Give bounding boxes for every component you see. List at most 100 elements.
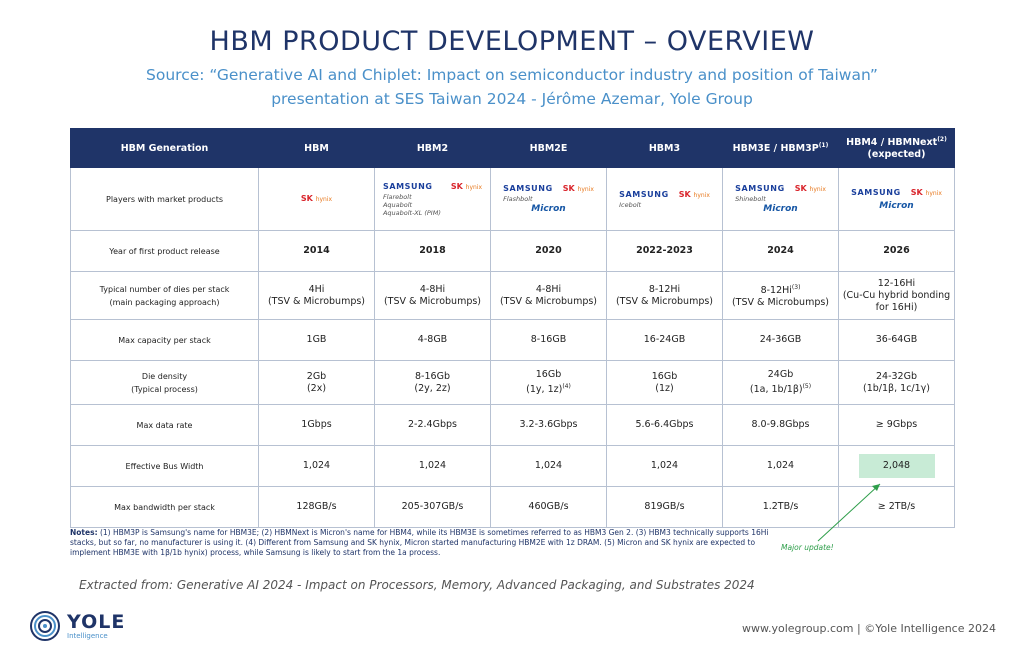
players-hbm3: SAMSUNG Icebolt SK hynix: [606, 167, 723, 231]
capacity-cell: 1GB: [258, 319, 375, 361]
samsung-logo: SAMSUNG: [619, 190, 669, 199]
density-row: Die density(Typical process) 2Gb(2x) 8-1…: [70, 360, 955, 405]
year-cell: 2020: [490, 230, 607, 272]
year-row: Year of first product release 2014 2018 …: [70, 230, 955, 272]
year-cell: 2018: [374, 230, 491, 272]
players-row: Players with market products SK hynix SA…: [70, 167, 955, 231]
rate-cell: 3.2-3.6Gbps: [490, 404, 607, 446]
bandwidth-label: Max bandwidth per stack: [70, 486, 259, 528]
header-hbm-generation: HBM Generation: [70, 128, 259, 168]
year-cell: 2014: [258, 230, 375, 272]
notes-text: (1) HBM3P is Samsung's name for HBM3E; (…: [70, 528, 769, 557]
highlight-badge: 2,048: [858, 454, 935, 478]
density-label: Die density(Typical process): [70, 360, 259, 405]
capacity-row: Max capacity per stack 1GB 4-8GB 8-16GB …: [70, 319, 955, 361]
header-row: HBM Generation HBM HBM2 HBM2E HBM3 HBM3E…: [70, 128, 955, 168]
rate-row: Max data rate 1Gbps 2-2.4Gbps 3.2-3.6Gbp…: [70, 404, 955, 446]
rate-cell: ≥ 9Gbps: [838, 404, 955, 446]
bus-cell: 1,024: [258, 445, 375, 487]
hbm-comparison-table: HBM Generation HBM HBM2 HBM2E HBM3 HBM3E…: [70, 128, 955, 528]
bus-cell: 1,024: [374, 445, 491, 487]
players-hbm3e: SAMSUNG Shinebolt SK hynix Micron: [722, 167, 839, 231]
year-cell: 2022-2023: [606, 230, 723, 272]
dies-label: Typical number of dies per stack(main pa…: [70, 271, 259, 320]
dies-cell: 8-12Hi(TSV & Microbumps): [606, 271, 723, 320]
dies-cell: 4-8Hi(TSV & Microbumps): [490, 271, 607, 320]
samsung-logo: SAMSUNG: [382, 182, 433, 191]
sk-hynix-logo: SK hynix: [794, 184, 826, 193]
sk-hynix-logo: SK hynix: [910, 187, 942, 197]
year-cell: 2026: [838, 230, 955, 272]
samsung-product-note: Flashbolt: [503, 195, 533, 203]
samsung-product-note: Aquabolt-XL (PIM): [382, 209, 441, 217]
dies-cell: 4-8Hi(TSV & Microbumps): [374, 271, 491, 320]
rate-label: Max data rate: [70, 404, 259, 446]
samsung-product-note: Aquabolt: [382, 201, 413, 209]
bandwidth-cell: 1.2TB/s: [722, 486, 839, 528]
source-line-2: presentation at SES Taiwan 2024 - Jérôme…: [271, 90, 753, 108]
bus-cell: 1,024: [722, 445, 839, 487]
capacity-cell: 36-64GB: [838, 319, 955, 361]
players-hbm2e: SAMSUNG Flashbolt SK hynix Micron: [490, 167, 607, 231]
header-hbm4: HBM4 / HBMNext(2)(expected): [838, 128, 955, 168]
bus-cell-highlighted: 2,048: [838, 445, 955, 487]
header-hbm2: HBM2: [374, 128, 491, 168]
sk-hynix-logo: SK hynix: [562, 184, 594, 193]
header-hbm3e-sup: (1): [818, 141, 829, 149]
micron-logo: Micron: [763, 204, 798, 214]
bandwidth-row: Max bandwidth per stack 128GB/s 205-307G…: [70, 486, 955, 528]
yole-spiral-icon: [30, 611, 60, 641]
sk-hynix-logo: SK hynix: [450, 182, 483, 191]
brand-sub: Intelligence: [67, 631, 108, 640]
bus-cell: 1,024: [490, 445, 607, 487]
brand-name: YOLE: [67, 610, 126, 633]
rate-cell: 2-2.4Gbps: [374, 404, 491, 446]
rate-cell: 8.0-9.8Gbps: [722, 404, 839, 446]
yole-logo: YOLE Intelligence: [29, 610, 125, 642]
rate-cell: 1Gbps: [258, 404, 375, 446]
dies-cell: 8-12Hi(3)(TSV & Microbumps): [722, 271, 839, 320]
samsung-logo: SAMSUNG: [503, 184, 553, 193]
bus-cell: 1,024: [606, 445, 723, 487]
notes-label: Notes:: [70, 528, 98, 537]
samsung-logo: SAMSUNG: [851, 187, 901, 197]
header-hbm3e-label: HBM3E / HBM3P: [732, 143, 819, 155]
players-hbm4: SAMSUNG SK hynix Micron: [838, 167, 955, 231]
bandwidth-cell: 205-307GB/s: [374, 486, 491, 528]
footer-copyright: www.yolegroup.com | ©Yole Intelligence 2…: [742, 622, 996, 635]
samsung-product-note: Shinebolt: [735, 195, 766, 203]
header-hbm2e: HBM2E: [490, 128, 607, 168]
samsung-product-note: Flarebolt: [382, 193, 412, 201]
bus-row: Effective Bus Width 1,024 1,024 1,024 1,…: [70, 445, 955, 487]
dies-cell: 4Hi(TSV & Microbumps): [258, 271, 375, 320]
players-hbm: SK hynix: [258, 167, 375, 231]
header-hbm3: HBM3: [606, 128, 723, 168]
bandwidth-cell: 128GB/s: [258, 486, 375, 528]
density-cell: 16Gb(1z): [606, 360, 723, 405]
sk-hynix-logo: SK hynix: [300, 193, 333, 203]
header-hbm: HBM: [258, 128, 375, 168]
density-cell: 24-32Gb(1b/1β, 1c/1γ): [838, 360, 955, 405]
players-label: Players with market products: [70, 167, 259, 231]
samsung-logo: SAMSUNG: [735, 184, 785, 193]
dies-cell: 12-16Hi(Cu-Cu hybrid bonding for 16Hi): [838, 271, 955, 320]
density-cell: 8-16Gb(2y, 2z): [374, 360, 491, 405]
major-update-annotation: Major update!: [781, 543, 834, 552]
capacity-cell: 16-24GB: [606, 319, 723, 361]
capacity-label: Max capacity per stack: [70, 319, 259, 361]
samsung-product-note: Icebolt: [619, 201, 642, 209]
players-hbm2: SAMSUNG Flarebolt Aquabolt Aquabolt-XL (…: [374, 167, 491, 231]
year-label: Year of first product release: [70, 230, 259, 272]
dies-row: Typical number of dies per stack(main pa…: [70, 271, 955, 320]
density-cell: 2Gb(2x): [258, 360, 375, 405]
sk-hynix-logo: SK hynix: [678, 190, 710, 199]
header-hbm4-sub: (expected): [867, 148, 926, 160]
header-hbm4-label: HBM4 / HBMNext: [846, 137, 938, 149]
micron-logo: Micron: [531, 204, 566, 214]
page-title: HBM PRODUCT DEVELOPMENT – OVERVIEW: [209, 26, 815, 57]
header-hbm3e: HBM3E / HBM3P(1): [722, 128, 839, 168]
extracted-from: Extracted from: Generative AI 2024 - Imp…: [79, 578, 755, 592]
bandwidth-cell: 460GB/s: [490, 486, 607, 528]
footnotes: Notes: (1) HBM3P is Samsung's name for H…: [70, 528, 770, 558]
micron-logo: Micron: [879, 200, 914, 211]
